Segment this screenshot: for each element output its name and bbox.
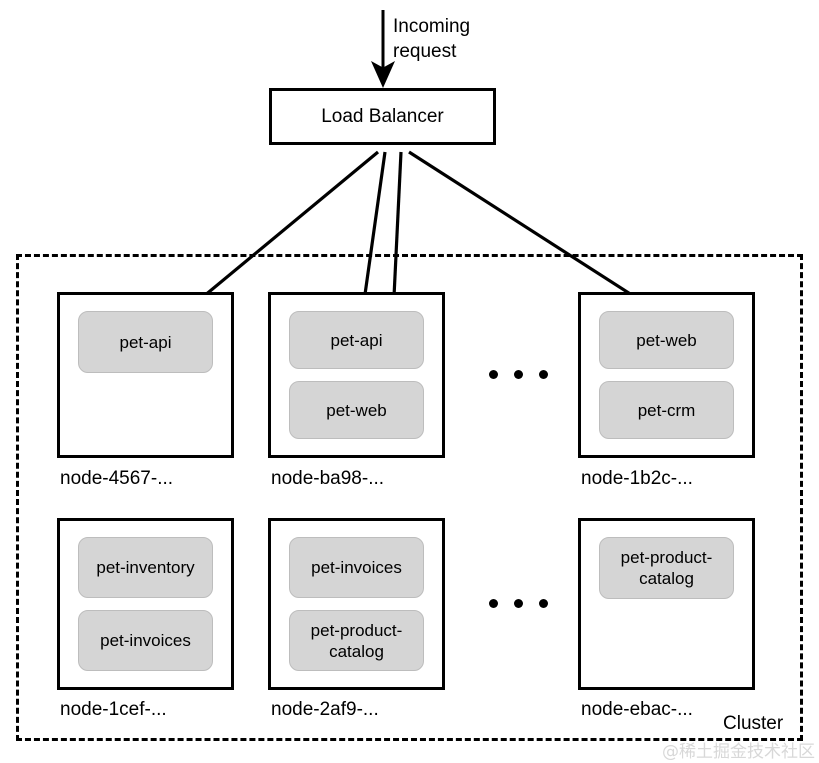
ellipsis-dot xyxy=(539,599,548,608)
node-box-node-ebac: pet-product- catalog xyxy=(578,518,755,690)
pod-pet-invoices[interactable]: pet-invoices xyxy=(289,537,424,598)
ellipsis-dot xyxy=(514,599,523,608)
node-box-node-1cef: pet-inventory pet-invoices xyxy=(57,518,234,690)
pod-pet-product-catalog[interactable]: pet-product- catalog xyxy=(289,610,424,671)
node-label-node-1cef: node-1cef-... xyxy=(60,699,167,720)
watermark: @稀土掘金技术社区 xyxy=(662,742,815,762)
node-label-node-2af9: node-2af9-... xyxy=(271,699,379,720)
ellipsis-dot xyxy=(514,370,523,379)
pod-pet-invoices[interactable]: pet-invoices xyxy=(78,610,213,671)
pod-pet-web[interactable]: pet-web xyxy=(289,381,424,439)
node-pods-node-ebac: pet-product- catalog xyxy=(581,521,752,687)
ellipsis-row-1 xyxy=(489,370,548,379)
node-box-node-4567: pet-api xyxy=(57,292,234,458)
node-label-node-4567: node-4567-... xyxy=(60,468,174,489)
ellipsis-row-2 xyxy=(489,599,548,608)
ellipsis-dot xyxy=(539,370,548,379)
node-box-node-1b2c: pet-web pet-crm xyxy=(578,292,755,458)
node-pods-node-4567: pet-api xyxy=(60,295,231,455)
pod-pet-web[interactable]: pet-web xyxy=(599,311,734,369)
node-label-node-1b2c: node-1b2c-... xyxy=(581,468,693,489)
pod-pet-api[interactable]: pet-api xyxy=(78,311,213,373)
cluster-boundary xyxy=(16,254,803,741)
node-pods-node-1b2c: pet-web pet-crm xyxy=(581,295,752,455)
pod-pet-product-catalog[interactable]: pet-product- catalog xyxy=(599,537,734,599)
cluster-label: Cluster xyxy=(723,713,784,734)
load-balancer-label: Load Balancer xyxy=(321,105,444,127)
node-pods-node-2af9: pet-invoices pet-product- catalog xyxy=(271,521,442,687)
node-label-node-ebac: node-ebac-... xyxy=(581,699,693,720)
ellipsis-dot xyxy=(489,599,498,608)
incoming-request-label: Incoming request xyxy=(393,16,471,62)
node-label-node-ba98: node-ba98-... xyxy=(271,468,385,489)
pod-pet-api[interactable]: pet-api xyxy=(289,311,424,369)
node-pods-node-ba98: pet-api pet-web xyxy=(271,295,442,455)
node-pods-node-1cef: pet-inventory pet-invoices xyxy=(60,521,231,687)
ellipsis-dot xyxy=(489,370,498,379)
load-balancer-box: Load Balancer xyxy=(269,88,496,145)
pod-pet-inventory[interactable]: pet-inventory xyxy=(78,537,213,598)
pod-pet-crm[interactable]: pet-crm xyxy=(599,381,734,439)
node-box-node-ba98: pet-api pet-web xyxy=(268,292,445,458)
node-box-node-2af9: pet-invoices pet-product- catalog xyxy=(268,518,445,690)
